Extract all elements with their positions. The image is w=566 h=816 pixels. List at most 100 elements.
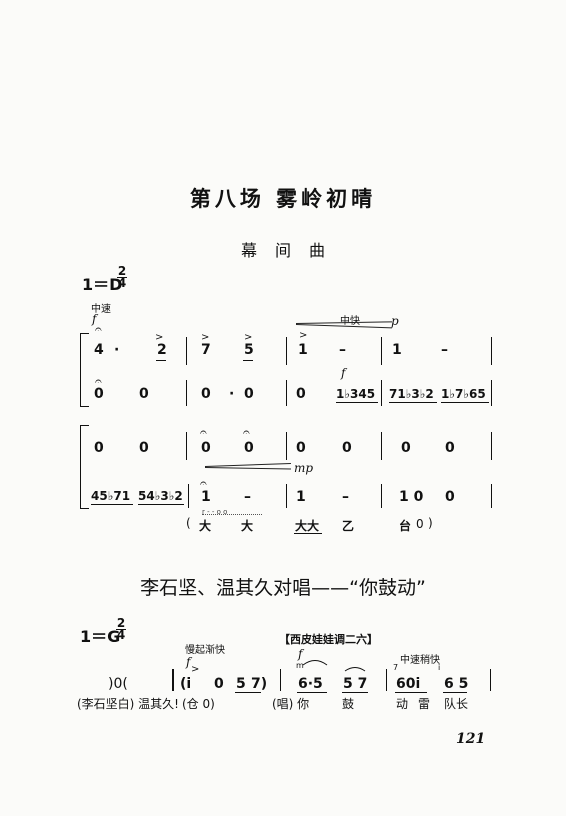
bar-line [491,337,492,365]
note: 0 [342,440,352,456]
system-bracket [80,333,89,407]
underline [138,504,184,505]
time-signature: 2 4 [116,616,126,642]
note: 6·5 [298,676,323,692]
note: 0 [296,440,306,456]
dynamic-f-2: f [298,647,303,661]
bar-line [381,337,382,365]
lyric-percussion: (仓 0) [182,697,215,711]
time-sig-numerator: 2 [117,264,127,278]
lyric-sung: (唱) 你 [272,697,310,711]
note: 0 [401,440,411,456]
note-group: 45♭71 [91,489,131,503]
time-sig-denominator: 4 [117,276,127,290]
key-signature: 1＝G [80,627,121,646]
bar-line [381,432,382,460]
note: 0 [296,386,306,402]
dash: – [339,342,346,358]
underline [395,692,427,693]
lyric: 动 [396,697,409,711]
accent-mark: > [201,332,210,343]
percussion-syllable: 大大 [295,519,320,533]
note: 0 [94,440,104,456]
slur-icon [344,667,366,672]
note: 2 [157,342,167,358]
bar-line [186,380,187,406]
fermata-mark: 𝄐 [200,425,207,439]
tempo-marking-2: 中速稍快 [400,655,440,666]
note-group: 1♭7♭65 [441,387,486,401]
system-bracket [80,425,89,509]
underline [294,533,322,534]
bar-line [186,337,187,365]
bar-line [490,669,491,691]
key-signature: 1＝D [82,275,123,294]
section-heading: 李石坚、温其久对唱——“你鼓动” [140,577,426,599]
note: 1 0 [399,489,424,505]
note-group: 71♭3♭2 [389,387,434,401]
note: 1 [298,342,308,358]
note-group: 54♭3♭2 [138,489,183,503]
bar-line [491,432,492,460]
note: 0 [201,440,211,456]
underline [336,402,378,403]
bar-line [188,484,189,508]
note: (i [180,676,192,692]
time-sig-denominator: 4 [116,628,126,642]
accent-mark: > [299,330,308,341]
note: 1 [392,342,402,358]
lyric-spoken: (李石坚白) 温其久! [77,697,179,711]
time-sig-numerator: 2 [116,616,126,630]
dynamic-f-1: f [92,312,97,326]
note-dot: · [114,342,120,358]
underline [389,402,437,403]
note: 0 [244,440,254,456]
accent-mark: > [244,332,253,343]
bar-line [491,380,492,406]
bar-line [286,432,287,460]
time-signature: 2 4 [117,264,127,290]
tempo-marking-1: 中速 [91,304,111,315]
bar-line [280,669,281,691]
bar-line [286,484,287,508]
note: 5 7 [343,676,368,692]
underline [342,692,368,693]
note: 0 [139,440,149,456]
piece-subtitle: 幕间曲 [240,241,343,260]
dynamic-f-2: f [341,366,346,380]
note: 7) [251,676,268,692]
percussion-dotted-line [202,514,262,515]
underline [235,692,261,693]
page-title: 第八场 雾岭初晴 [189,187,377,211]
bar-line [172,669,174,691]
page-number: 121 [456,731,486,747]
fermata-mark: 𝄐 [95,322,102,336]
dynamic-p: p [391,314,399,328]
bar-line [381,484,382,508]
lyric: 队长 [444,697,469,711]
note: 0 [214,676,224,692]
bar-line [286,380,287,406]
note: 0 [94,386,104,402]
grace-note: i [438,663,441,672]
note: 0 [244,386,254,402]
tempo-marking-1: 慢起渐快 [185,645,225,656]
lyric: 雷 [418,697,431,711]
accent-mark: > [155,332,164,343]
percussion-paren-open: ( [186,516,191,530]
fermata-mark: 𝄐 [200,476,207,490]
bar-line [381,380,382,406]
percussion-small-notation: r - - o o [202,508,228,516]
accent-mark: > [191,664,200,675]
bar-line [386,669,387,691]
percussion-syllable: 大 [241,519,254,533]
note-group: 1♭345 [336,387,376,401]
note: 0 [445,489,455,505]
dash: – [441,342,448,358]
note: 5 [244,342,254,358]
note-dot: · [229,386,235,402]
note: 4 [94,342,104,358]
underline [243,360,253,361]
dynamic-f-1: f [186,655,191,669]
note: 5 [236,676,246,692]
